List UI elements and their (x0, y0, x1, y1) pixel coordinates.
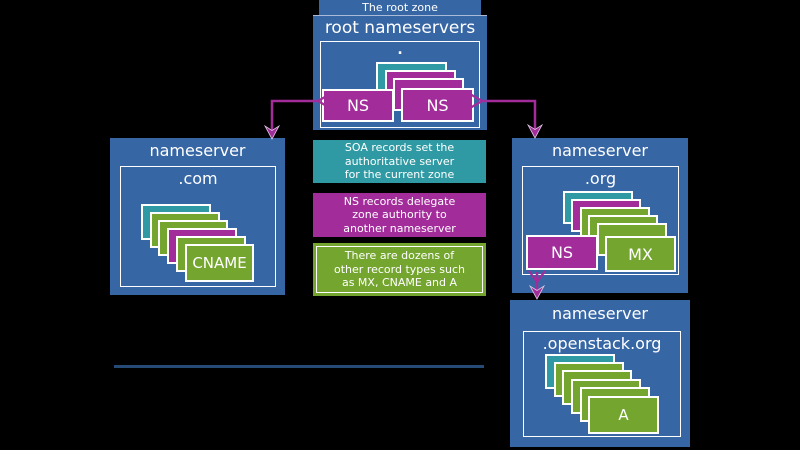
openstack-zone-inner-box: .openstack.org A (523, 331, 681, 437)
com-nameserver-title: nameserver (149, 141, 246, 160)
legend-soa-records: SOA records set the authoritative server… (313, 140, 486, 183)
org-zone-name: .org (584, 169, 617, 188)
cname-record: CNAME (185, 244, 254, 282)
legend-ns-line: another nameserver (343, 221, 456, 235)
legend-soa-line: authoritative server (344, 154, 455, 168)
legend-ns-records: NS records delegate zone authority to an… (313, 193, 486, 237)
root-nameservers-box: root nameservers . NS NS (313, 15, 487, 130)
com-zone-name: .com (178, 169, 218, 188)
com-nameserver-box: nameserver .com CNAME (110, 138, 285, 295)
com-zone-inner-box: .com CNAME (120, 166, 276, 287)
org-zone-inner-box: .org NS MX (522, 166, 679, 275)
org-ns-record: NS (526, 235, 598, 270)
legend-other-line: There are dozens of (344, 249, 455, 263)
openstack-nameserver-box: nameserver .openstack.org A (510, 300, 690, 447)
org-nameserver-title: nameserver (551, 141, 649, 160)
root-nameservers-title: root nameservers (324, 18, 476, 38)
root-ns-record-right: NS (401, 88, 474, 122)
legend-other-line: as MX, CNAME and A (341, 276, 458, 290)
legend-other-line: other record types such (334, 262, 465, 276)
legend-other-records: There are dozens of other record types s… (313, 243, 486, 296)
org-nameserver-box: nameserver .org NS MX (512, 138, 688, 293)
root-zone-name: . (397, 42, 403, 58)
divider-line (114, 365, 484, 368)
openstack-zone-name: .openstack.org (542, 334, 662, 353)
legend-ns-line: zone authority to (352, 208, 447, 222)
root-ns-record-left: NS (322, 89, 394, 122)
a-record: A (588, 396, 659, 434)
legend-soa-line: SOA records set the (344, 141, 455, 155)
legend-soa-line: for the current zone (344, 168, 455, 182)
root-zone-caption: The root zone (319, 0, 481, 15)
root-zone-inner-box: . NS NS (320, 41, 480, 128)
openstack-nameserver-title: nameserver (551, 304, 649, 323)
org-mx-record: MX (605, 236, 676, 272)
legend-ns-line: NS records delegate (343, 194, 456, 208)
